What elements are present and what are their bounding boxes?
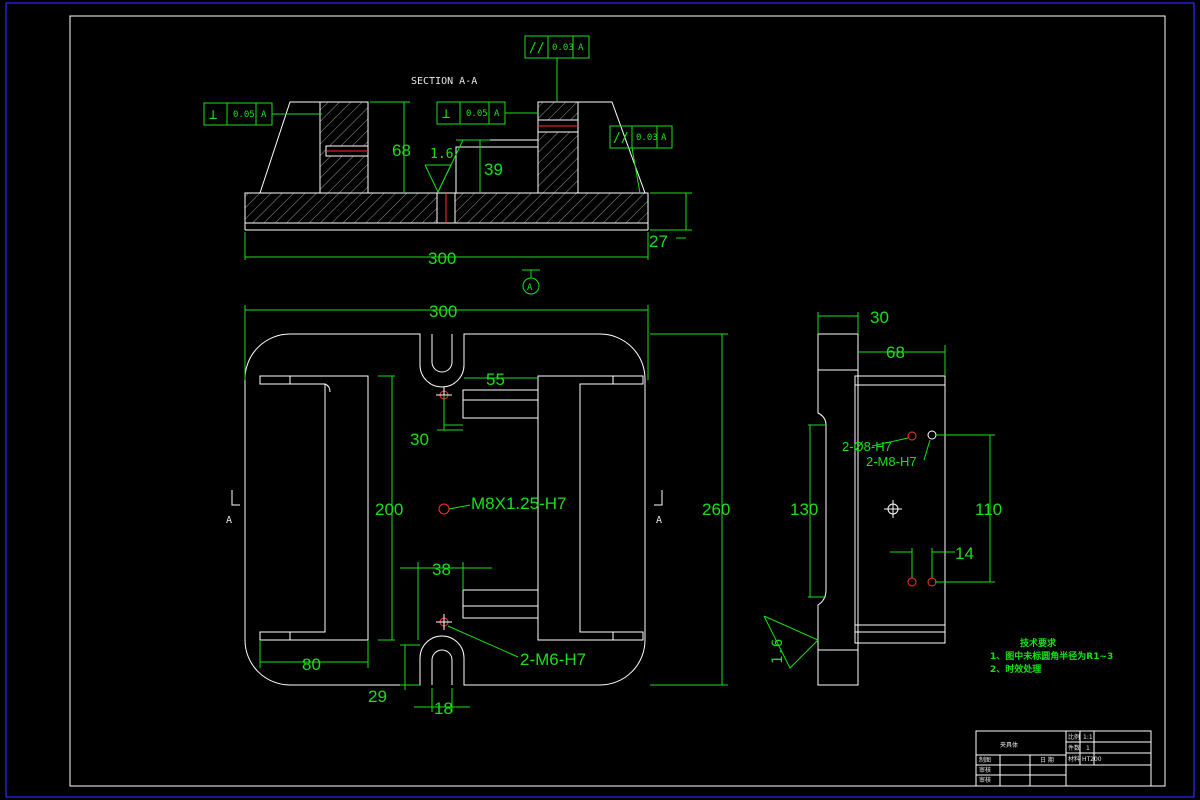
- dim-side-110: 110: [975, 500, 1002, 519]
- dim-side-14: 14: [955, 544, 974, 563]
- plan-right-upright: [537, 375, 644, 641]
- dim-side-130: 130: [790, 500, 818, 519]
- dim-plan-55: 55: [486, 370, 505, 389]
- inner-border: [69, 15, 1166, 787]
- dim-section-300: 300: [428, 249, 456, 268]
- datum-symbol: A: [522, 269, 540, 295]
- side-outline: [817, 333, 859, 686]
- tb-row-label-3: 审核: [979, 776, 991, 784]
- dim-side-68: 68: [886, 343, 905, 362]
- tech-item-1: 1、图中未标圆角半径为R1~3: [990, 650, 1113, 662]
- section-view: SECTION A-A 300 68 39: [203, 35, 692, 295]
- tb-ratio-value: 1:1: [1083, 734, 1093, 741]
- svg-text:⊥: ⊥: [209, 107, 217, 123]
- svg-text:A: A: [661, 133, 667, 143]
- dim-plan-200: 200: [375, 500, 403, 519]
- tb-material-label: 材料: [1068, 755, 1080, 763]
- tolerance-frame-right: // 0.03 A: [609, 125, 673, 194]
- tolerance-frame-top: // 0.03 A: [524, 35, 590, 102]
- roughness-symbol: [424, 164, 452, 194]
- section-title: SECTION A-A: [411, 76, 477, 87]
- svg-text:0.03: 0.03: [552, 43, 574, 53]
- label-pin-holes: 2-Ø8-H7: [842, 439, 892, 454]
- section-mark-left: A: [226, 515, 232, 526]
- dim-section-39: 39: [484, 160, 503, 179]
- tb-row-label-1: 制图: [979, 756, 991, 764]
- dim-plan-38: 38: [432, 560, 451, 579]
- dim-side-30: 30: [870, 308, 889, 327]
- tb-date-label: 日 期: [1040, 756, 1054, 764]
- dim-plan-30: 30: [410, 430, 429, 449]
- tb-row-label-2: 审核: [979, 766, 991, 774]
- svg-text:A: A: [494, 109, 500, 119]
- svg-text://: //: [613, 131, 629, 146]
- section-right-wall: [537, 101, 579, 194]
- tech-item-2: 2、时效处理: [990, 663, 1041, 675]
- label-thread-holes: 2-M8-H7: [866, 454, 917, 469]
- plan-view: 300 55 30 200 260 38 80 29: [226, 302, 730, 718]
- svg-text:A: A: [578, 43, 584, 53]
- dim-section-27: 27: [649, 232, 668, 251]
- svg-text://: //: [529, 41, 545, 56]
- tb-ratio-label: 比例: [1068, 733, 1080, 741]
- roughness-value: 1.6: [430, 147, 453, 162]
- dim-plan-29: 29: [368, 687, 387, 706]
- plan-left-upright: [259, 375, 369, 641]
- plan-outline: [244, 333, 646, 686]
- dim-plan-80: 80: [302, 655, 321, 674]
- tolerance-frame-center: ⊥ 0.05 A: [436, 101, 538, 125]
- tb-qty-value: 1: [1086, 745, 1090, 752]
- side-view: 30 68 130 110 14 2-Ø8-H7 2-M8-H7 1.6: [763, 308, 1002, 686]
- dim-plan-260: 260: [702, 500, 730, 519]
- svg-text:0.05: 0.05: [233, 110, 255, 120]
- section-mark-right: A: [656, 515, 662, 526]
- label-m6-thread: 2-M6-H7: [520, 650, 586, 669]
- tb-part-name: 夹具体: [1000, 741, 1018, 749]
- label-m8-thread: M8X1.25-H7: [471, 494, 566, 513]
- tb-material-value: HT200: [1082, 756, 1102, 763]
- tech-title: 技术要求: [1020, 637, 1057, 649]
- svg-text:0.03: 0.03: [636, 133, 658, 143]
- tech-requirements: 技术要求 1、图中未标圆角半径为R1~3 2、时效处理: [990, 637, 1113, 675]
- side-roughness-value: 1.6: [770, 639, 786, 664]
- tolerance-frame-left: ⊥ 0.05 A: [203, 102, 322, 126]
- svg-text:A: A: [527, 283, 533, 293]
- dim-plan-18: 18: [434, 699, 453, 718]
- svg-text:A: A: [261, 110, 267, 120]
- tb-qty-label: 件数: [1068, 744, 1080, 752]
- dim-plan-300: 300: [429, 302, 457, 321]
- dim-section-68: 68: [392, 141, 411, 160]
- title-block: 夹具体 比例 1:1 件数 1 材料 HT200 制图 审核 审核 日 期: [975, 730, 1152, 787]
- side-body: [854, 375, 946, 644]
- svg-text:⊥: ⊥: [442, 106, 450, 122]
- section-left-rib: [259, 101, 321, 194]
- plan-hole-center: [438, 503, 450, 515]
- outer-border: [5, 2, 1195, 798]
- svg-text:0.05: 0.05: [466, 109, 488, 119]
- side-roughness-symbol: [763, 615, 819, 669]
